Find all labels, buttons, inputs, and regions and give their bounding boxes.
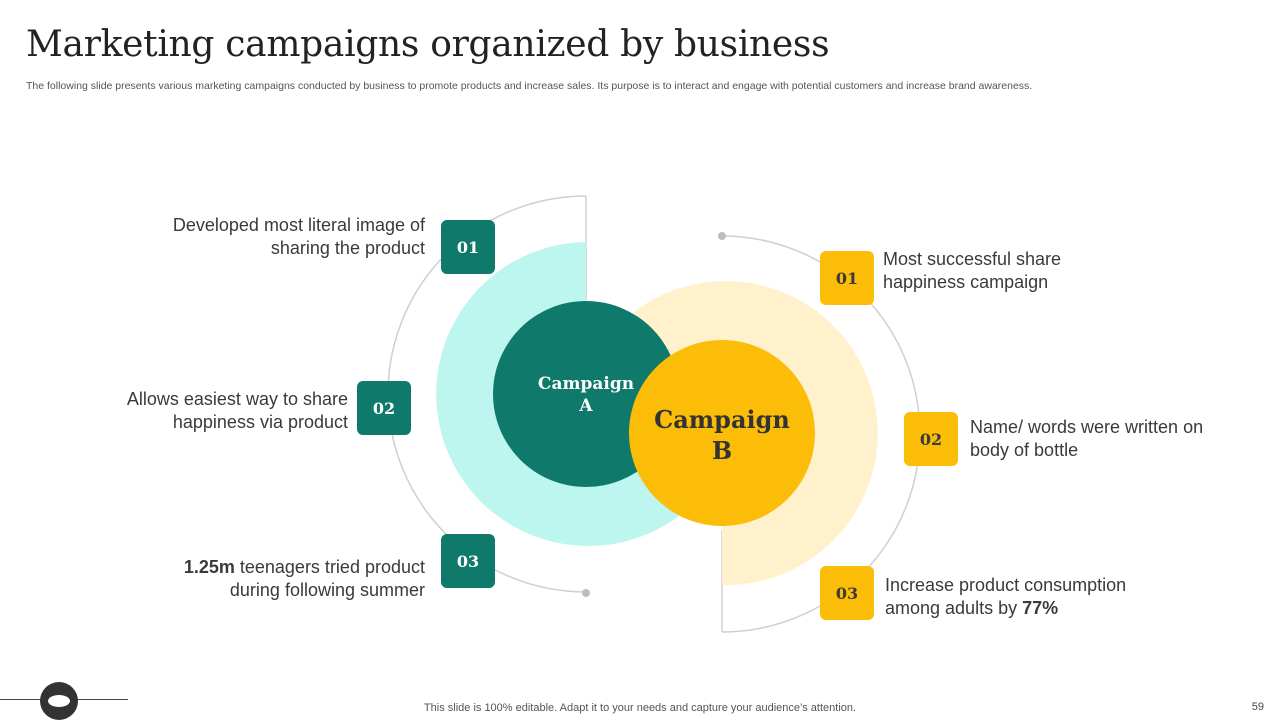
campaign-a-badge-01: 01 [441, 220, 495, 274]
campaign-a-item-03-line2: during following summer [229, 580, 425, 600]
campaign-b-badge-03: 03 [820, 566, 874, 620]
page-number: 59 [1251, 701, 1264, 713]
page-title: Marketing campaigns organized by busines… [26, 24, 830, 65]
campaign-a-item-02-line2: happiness via product [172, 412, 348, 432]
campaign-b-badge-01: 01 [820, 251, 874, 305]
campaign-b-item-03-line2: among adults by 77% [885, 597, 1205, 620]
campaign-b-label: Campaign B [640, 404, 804, 466]
campaign-b-item-02-text: Name/ words were written on body of bott… [970, 416, 1260, 462]
campaign-b-item-02-line1: Name/ words were written on [970, 417, 1204, 437]
campaign-a-item-03-line1-rest: teenagers tried product [234, 557, 425, 577]
campaign-a-item-02-text: Allows easiest way to share happiness vi… [40, 388, 348, 434]
campaign-a-item-03-line1: 1.25m teenagers tried product [100, 556, 425, 579]
campaign-b-item-03-line1: Increase product consumption [885, 575, 1127, 595]
campaign-b-badge-02: 02 [904, 412, 958, 466]
campaign-a-badge-02: 02 [357, 381, 411, 435]
footer-note: This slide is 100% editable. Adapt it to… [423, 702, 857, 714]
campaign-a-item-01-line1: Developed most literal image of [172, 215, 425, 235]
campaign-a-arc-end-dot [582, 589, 590, 597]
campaign-b-label-line1: Campaign [654, 405, 790, 434]
campaign-a-badge-03: 03 [441, 534, 495, 588]
campaign-a-item-01-line2: sharing the product [270, 238, 425, 258]
campaign-b-item-03-text: Increase product consumption among adult… [885, 574, 1205, 620]
campaign-a-item-02-line1: Allows easiest way to share [126, 389, 348, 409]
campaign-b-item-01-line2: happiness campaign [883, 272, 1049, 292]
campaign-b-item-03-bold: 77% [1022, 598, 1059, 618]
campaign-a-item-03-bold: 1.25m [183, 557, 235, 577]
campaign-b-item-01-line1: Most successful share [883, 249, 1062, 269]
campaign-b-item-02-line2: body of bottle [970, 440, 1079, 460]
campaign-b-label-line2: B [711, 436, 733, 465]
campaign-a-label-line1: Campaign [537, 374, 635, 394]
campaign-b-circle [629, 340, 815, 526]
page-subtitle: The following slide presents various mar… [26, 80, 1033, 92]
campaign-b-arc-end-dot [718, 232, 726, 240]
footer-logo-icon [40, 682, 78, 720]
campaign-a-item-03-text: 1.25m teenagers tried product during fol… [100, 556, 425, 602]
campaign-a-label-line2: A [579, 396, 593, 416]
campaign-b-item-01-text: Most successful share happiness campaign [883, 248, 1183, 294]
campaign-a-item-01-text: Developed most literal image of sharing … [100, 214, 425, 260]
campaign-a-label: Campaign A [526, 373, 646, 417]
campaign-b-item-03-line2-pre: among adults by [885, 598, 1023, 618]
